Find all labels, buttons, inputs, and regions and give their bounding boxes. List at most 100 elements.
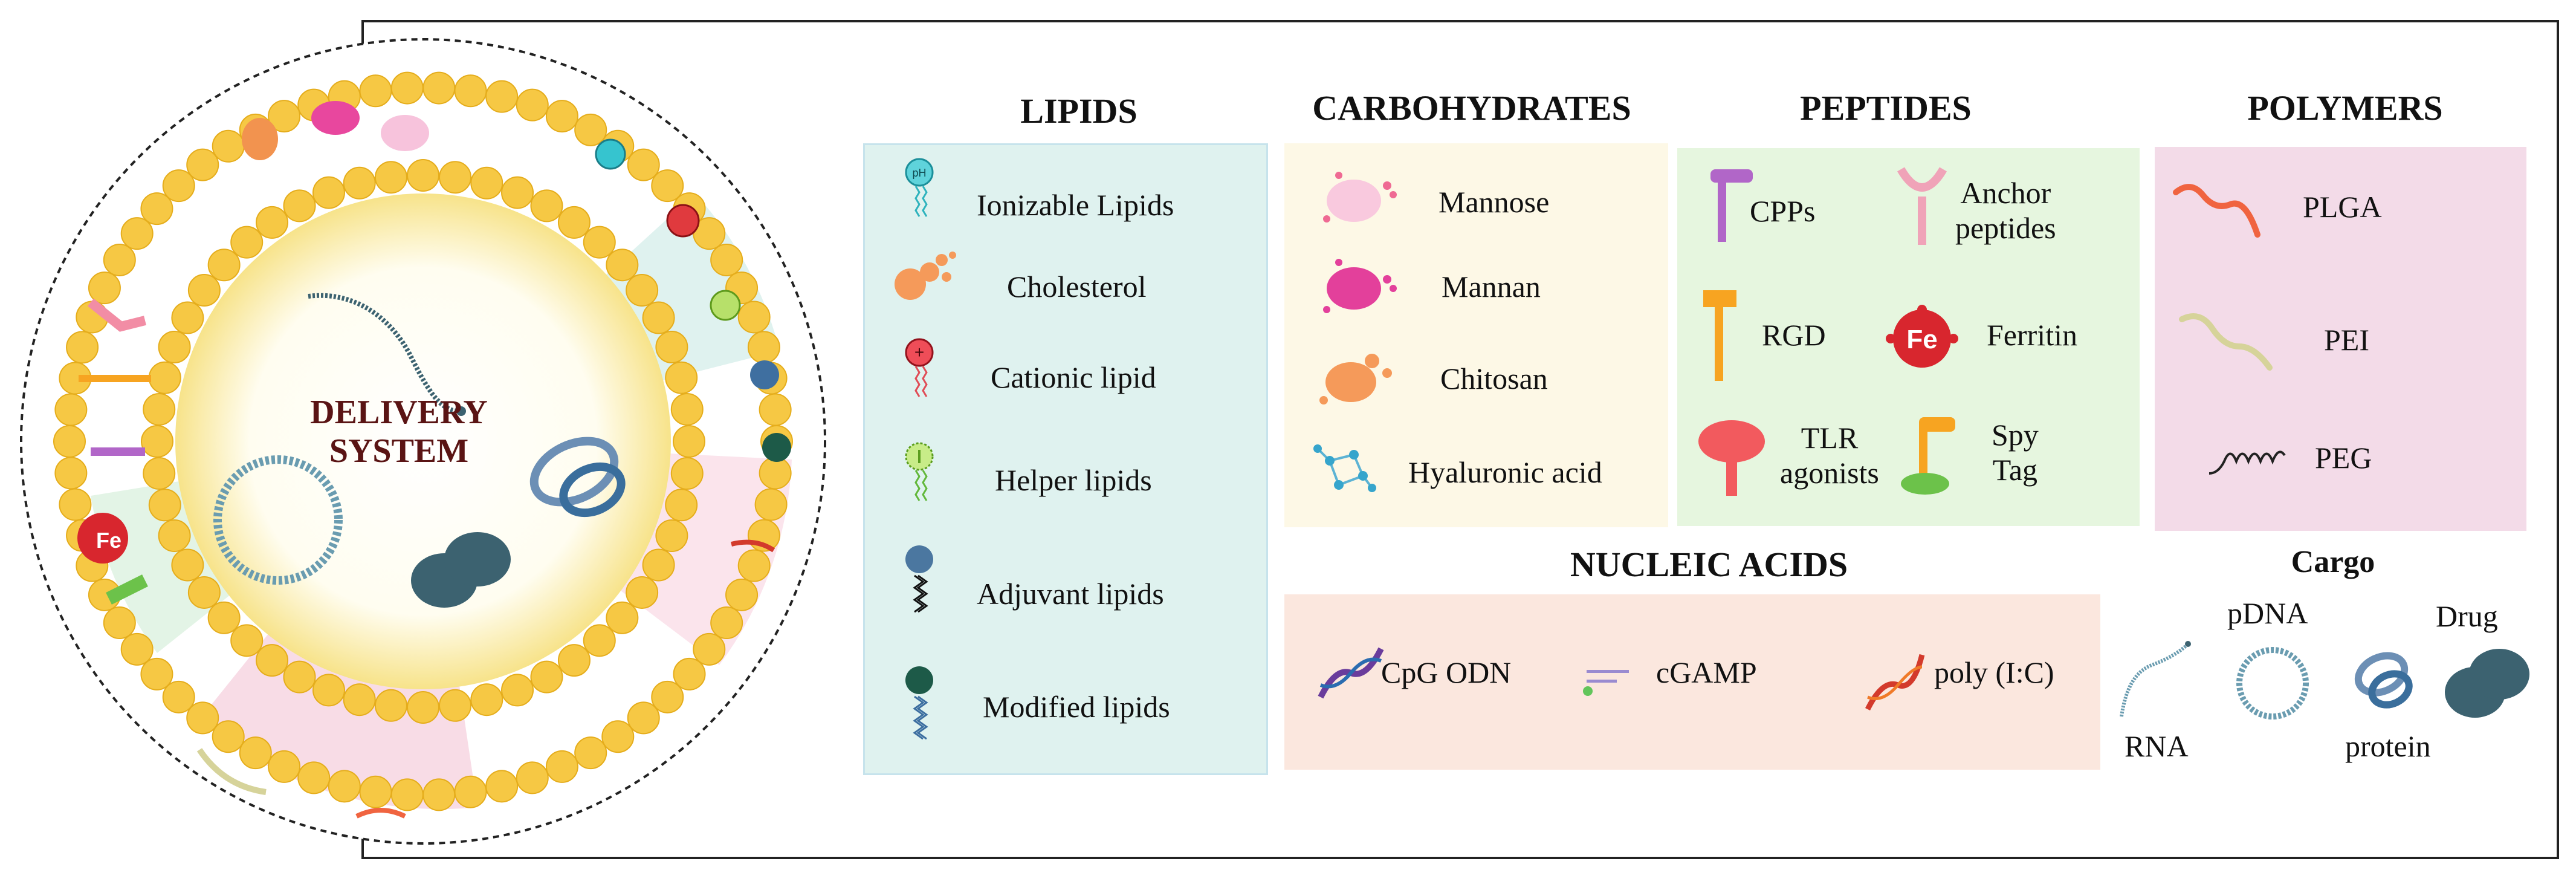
lipid-bead: [283, 660, 316, 694]
nucleic-label-cpg: CpG ODN: [1381, 655, 1512, 689]
lipids-panel: pH Ionizable Lipids Cholesterol + Cation…: [863, 143, 1268, 775]
cargo-label-pdna: pDNA: [2227, 596, 2308, 630]
ferritin-icon: Fe: [1886, 305, 1958, 368]
lipid-bead: [143, 392, 176, 426]
lipid-bead: [312, 176, 345, 209]
lipid-bead: [574, 736, 607, 770]
lipid-bead: [148, 489, 181, 522]
peptide-label-anchor: Anchor peptides: [1955, 175, 2056, 245]
lipid-bead: [120, 217, 154, 250]
peptides-header: PEPTIDES: [1800, 88, 1972, 128]
lipid-bead: [120, 632, 154, 666]
lipid-bead: [545, 750, 578, 783]
lipid-label-ionizable: Ionizable Lipids: [977, 188, 1174, 222]
lipid-bead: [651, 169, 684, 203]
lipid-bead: [627, 701, 660, 735]
lipid-bead: [88, 271, 121, 305]
lipid-bead: [54, 456, 88, 490]
lipid-bead: [454, 74, 487, 108]
lipid-bead: [343, 166, 376, 200]
lipid-bead: [439, 161, 472, 194]
lipid-bead: [725, 578, 759, 611]
lipid-bead: [54, 393, 88, 426]
lipid-bead: [583, 624, 616, 657]
lipid-bead: [171, 548, 204, 582]
lipid-bead: [642, 548, 675, 582]
lipid-bead: [186, 148, 219, 181]
lipid-bead: [207, 249, 241, 282]
carb-label-hyaluronic: Hyaluronic acid: [1408, 455, 1602, 489]
carb-label-mannan: Mannan: [1442, 270, 1541, 304]
lipid-bead: [642, 301, 675, 334]
lipid-bead: [606, 249, 639, 282]
ferritin-fe-label: Fe: [96, 528, 121, 553]
lipid-bead: [256, 206, 289, 239]
lipid-bead: [530, 189, 563, 223]
cargo-pdna-icon: [2236, 647, 2309, 720]
protein-icon: [529, 437, 626, 518]
lipid-bead: [268, 750, 301, 783]
mannose-icon: [1323, 172, 1397, 223]
carbohydrates-panel: Mannose Mannan Chitosan Hyaluronic acid: [1284, 143, 1668, 527]
pdna-ring-icon: [213, 455, 343, 585]
lipid-bead: [390, 71, 424, 105]
lipid-bead: [710, 606, 743, 640]
lipid-bead: [148, 361, 181, 394]
lipid-bead: [103, 606, 136, 640]
helper-lipid-icon: [905, 442, 934, 501]
carbohydrates-header: CARBOHYDRATES: [1312, 88, 1631, 128]
lipid-bead: [328, 770, 361, 803]
inner-lipid-beads: [141, 159, 705, 724]
lipid-bead: [158, 330, 191, 363]
lipid-bead: [407, 691, 439, 724]
lipid-bead: [422, 778, 456, 811]
cationic-lipid-icon: +: [905, 338, 934, 397]
lipid-bead: [141, 425, 173, 458]
lipid-bead: [212, 720, 245, 753]
lipid-bead: [187, 576, 221, 609]
lipid-label-cholesterol: Cholesterol: [1007, 270, 1147, 304]
lipid-bead: [187, 274, 221, 307]
lipid-bead: [557, 644, 591, 677]
title-line-1: DELIVERY: [310, 394, 488, 431]
lipid-bead: [59, 488, 92, 521]
delivery-system-title: DELIVERY SYSTEM: [302, 393, 496, 470]
cargo-header: Cargo: [2291, 545, 2375, 579]
lipid-bead: [606, 601, 639, 634]
lipid-bead: [665, 489, 698, 522]
lipid-bead: [673, 657, 706, 690]
cargo-label-drug: Drug: [2436, 599, 2498, 633]
peptide-label-tlr: TLR agonists: [1780, 420, 1879, 490]
lipid-bead: [710, 243, 743, 276]
lipid-bead: [545, 100, 578, 133]
lipid-bead: [239, 736, 272, 770]
adjuvant-lipid-icon: [905, 545, 933, 613]
lipid-bead: [66, 331, 99, 364]
lipid-bead: [143, 457, 176, 490]
tlr-line-2: agonists: [1780, 456, 1879, 490]
lipid-bead: [230, 226, 264, 259]
anchor-peptide-icon: [1897, 167, 1947, 245]
lipid-bead: [256, 644, 289, 677]
lipid-bead: [171, 301, 204, 334]
lipid-bead: [485, 770, 519, 803]
title-line-2: SYSTEM: [329, 432, 469, 470]
lipid-bead: [626, 576, 659, 609]
lipid-bead: [53, 425, 86, 458]
lipid-bead: [422, 71, 456, 105]
nanoparticle-diagram: Fe: [20, 38, 826, 845]
lipid-label-cationic: Cationic lipid: [991, 360, 1156, 394]
peptides-panel: CPPs Anchor peptides RGD Fe Ferritin TLR…: [1677, 148, 2140, 526]
lipid-bead: [670, 392, 704, 426]
lipid-bead: [516, 88, 549, 122]
lipid-bead: [601, 720, 635, 753]
lipid-bead: [516, 761, 549, 794]
lipid-bead: [207, 601, 241, 634]
peg-icon: [2209, 450, 2286, 475]
lipid-bead: [374, 161, 407, 194]
lipid-bead: [759, 393, 792, 426]
lipid-bead: [485, 80, 519, 113]
svg-text:Fe: Fe: [1906, 325, 1937, 354]
lipid-bead: [454, 775, 487, 808]
chitosan-icon: [1319, 354, 1392, 405]
